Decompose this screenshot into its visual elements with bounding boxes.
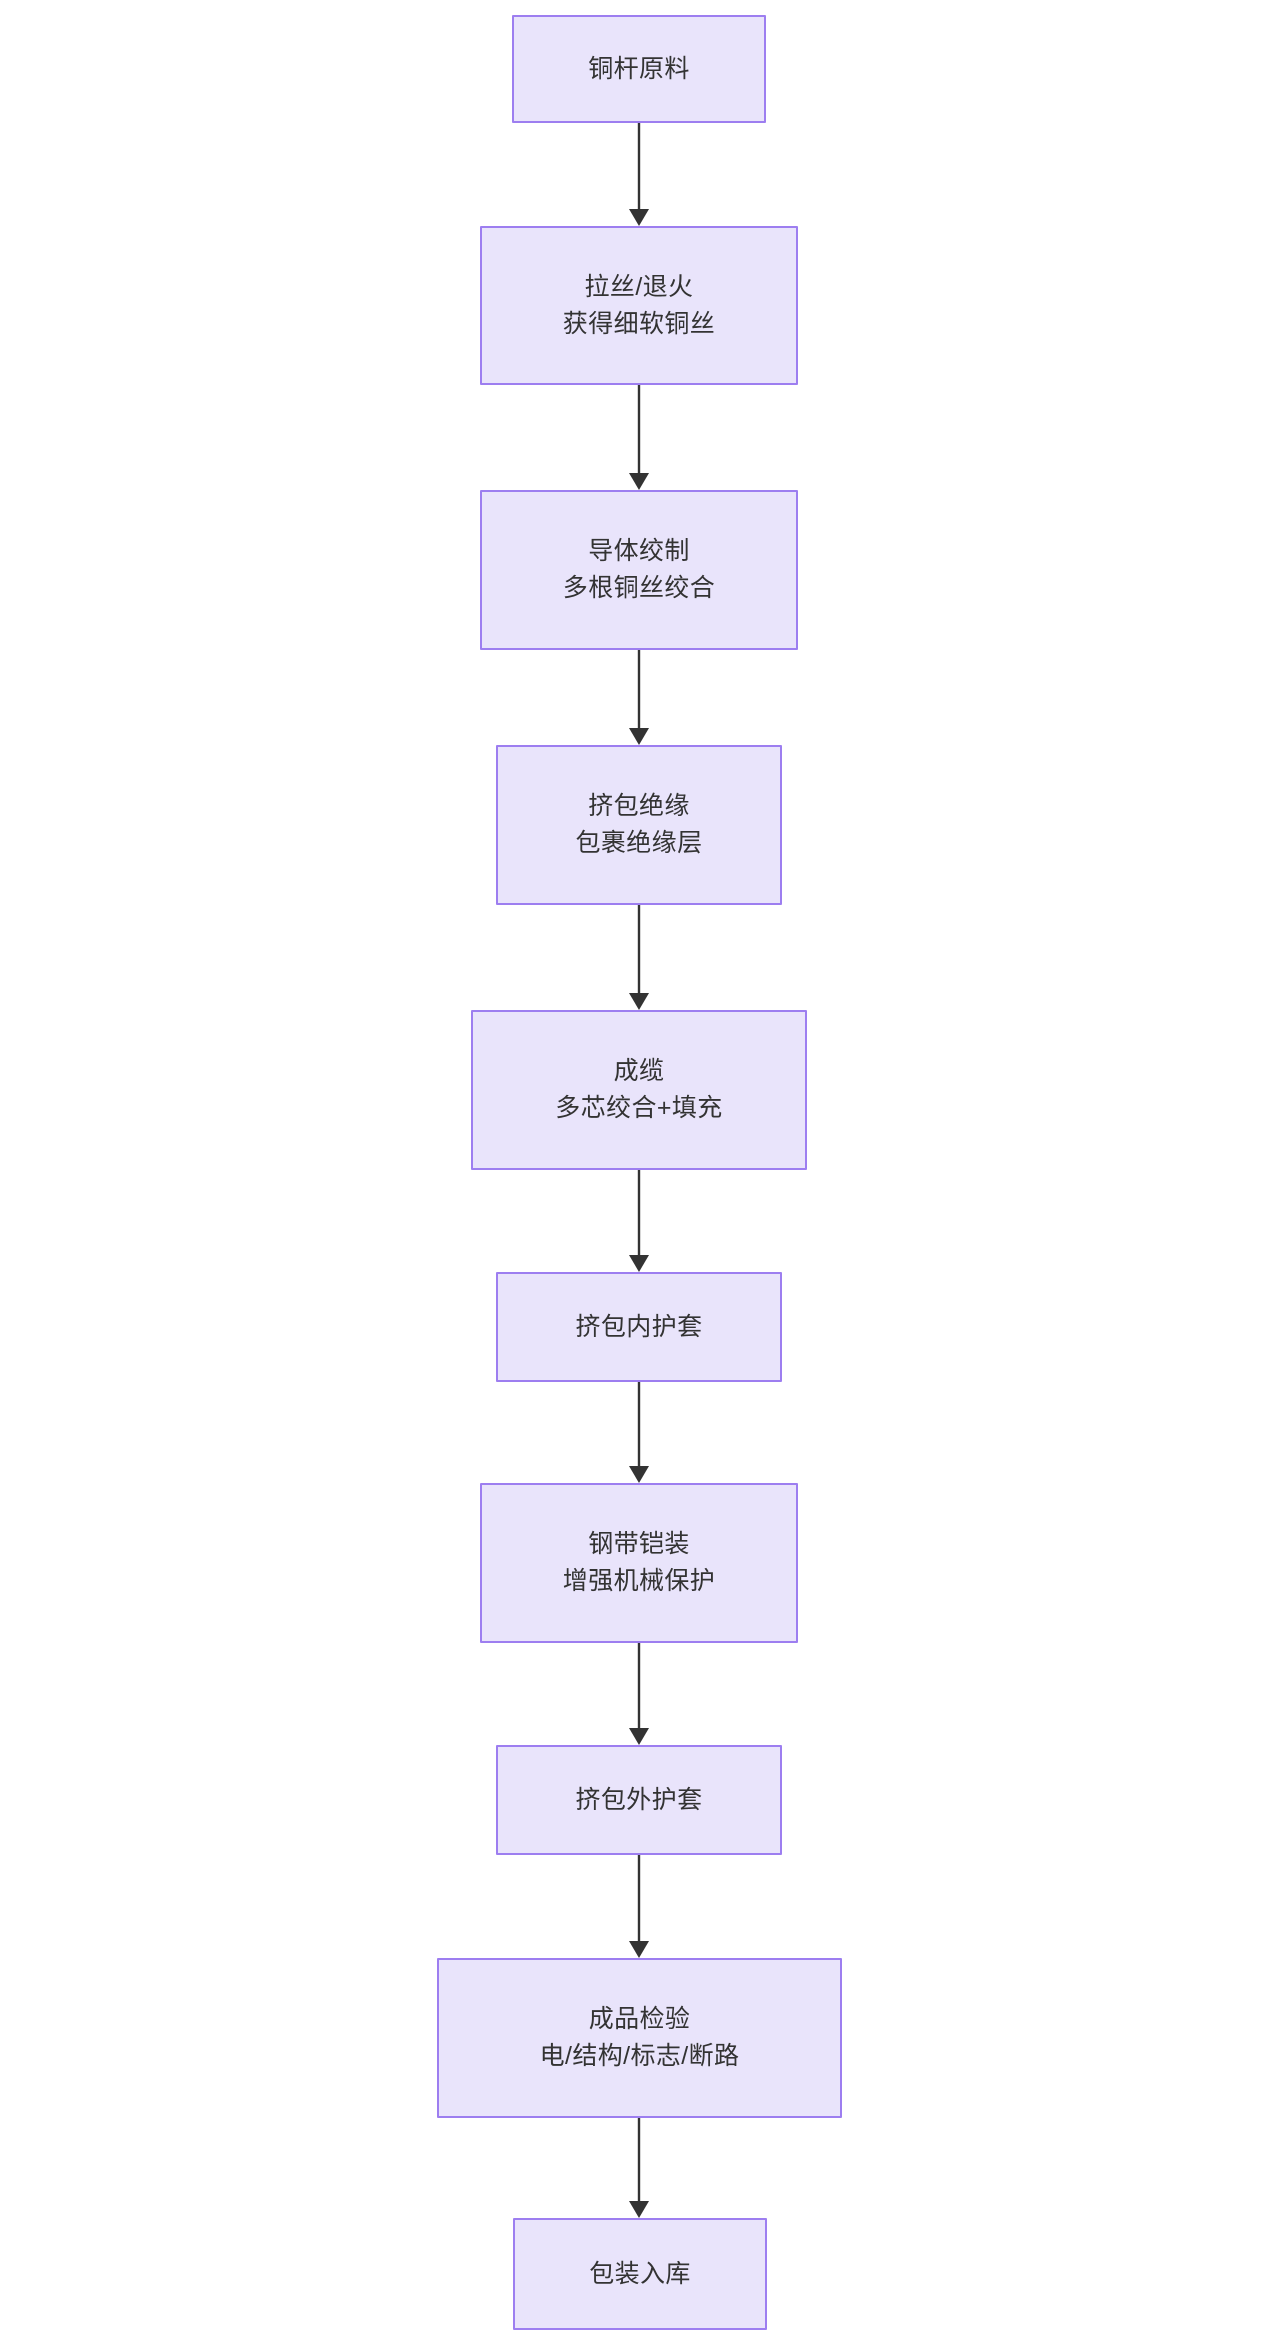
node-label-line: 包装入库: [589, 2259, 691, 2288]
flowchart-edge-n4-to-n5: [629, 905, 649, 1010]
edge-arrowhead-icon: [629, 728, 649, 745]
flowchart-node-n10[interactable]: 包装入库: [513, 2218, 767, 2330]
node-label-line: 铜杆原料: [588, 54, 690, 83]
node-label-line: 钢带铠装: [588, 1530, 690, 1558]
node-label-line: 电/结构/标志/断路: [539, 2042, 740, 2070]
node-label-line: 导体绞制: [588, 537, 690, 565]
flowchart-node-n7[interactable]: 钢带铠装增强机械保护: [480, 1483, 798, 1643]
flowchart-edge-n8-to-n9: [629, 1855, 649, 1958]
flowchart-node-n3[interactable]: 导体绞制多根铜丝绞合: [480, 490, 798, 650]
flowchart-edge-n3-to-n4: [629, 650, 649, 745]
node-label-line: 多根铜丝绞合: [562, 574, 716, 602]
node-label-line: 挤包绝缘: [588, 792, 690, 820]
node-label-line: 包裹绝缘层: [575, 829, 703, 857]
node-label-line: 成缆: [613, 1057, 665, 1085]
flowchart-edge-n1-to-n2: [629, 123, 649, 226]
edge-arrowhead-icon: [629, 993, 649, 1010]
flowchart-node-n5[interactable]: 成缆多芯绞合+填充: [471, 1010, 807, 1170]
flowchart-edge-n6-to-n7: [629, 1382, 649, 1483]
node-label-line: 挤包外护套: [575, 1785, 703, 1814]
node-label-line: 成品检验: [588, 2005, 691, 2033]
flowchart-edge-n2-to-n3: [629, 385, 649, 490]
edge-arrowhead-icon: [629, 1941, 649, 1958]
edge-arrowhead-icon: [629, 1466, 649, 1483]
edge-arrowhead-icon: [629, 209, 649, 226]
flowchart-edge-n5-to-n6: [629, 1170, 649, 1272]
flowchart-node-n2[interactable]: 拉丝/退火获得细软铜丝: [480, 226, 798, 385]
edge-arrowhead-icon: [629, 1728, 649, 1745]
edge-arrowhead-icon: [629, 2201, 649, 2218]
edge-arrowhead-icon: [629, 1255, 649, 1272]
node-label-line: 多芯绞合+填充: [555, 1094, 723, 1122]
flowchart-node-n1[interactable]: 铜杆原料: [512, 15, 766, 123]
node-label-line: 挤包内护套: [575, 1312, 703, 1341]
flowchart-edge-n9-to-n10: [629, 2118, 649, 2218]
flowchart-edge-n7-to-n8: [629, 1643, 649, 1745]
node-label-line: 获得细软铜丝: [562, 309, 716, 338]
flowchart-node-n4[interactable]: 挤包绝缘包裹绝缘层: [496, 745, 782, 905]
node-label-line: 增强机械保护: [562, 1567, 716, 1595]
flowchart-node-n9[interactable]: 成品检验电/结构/标志/断路: [437, 1958, 842, 2118]
flowchart-node-n6[interactable]: 挤包内护套: [496, 1272, 782, 1382]
node-label-line: 拉丝/退火: [584, 272, 694, 301]
flowchart-node-n8[interactable]: 挤包外护套: [496, 1745, 782, 1855]
edge-arrowhead-icon: [629, 473, 649, 490]
